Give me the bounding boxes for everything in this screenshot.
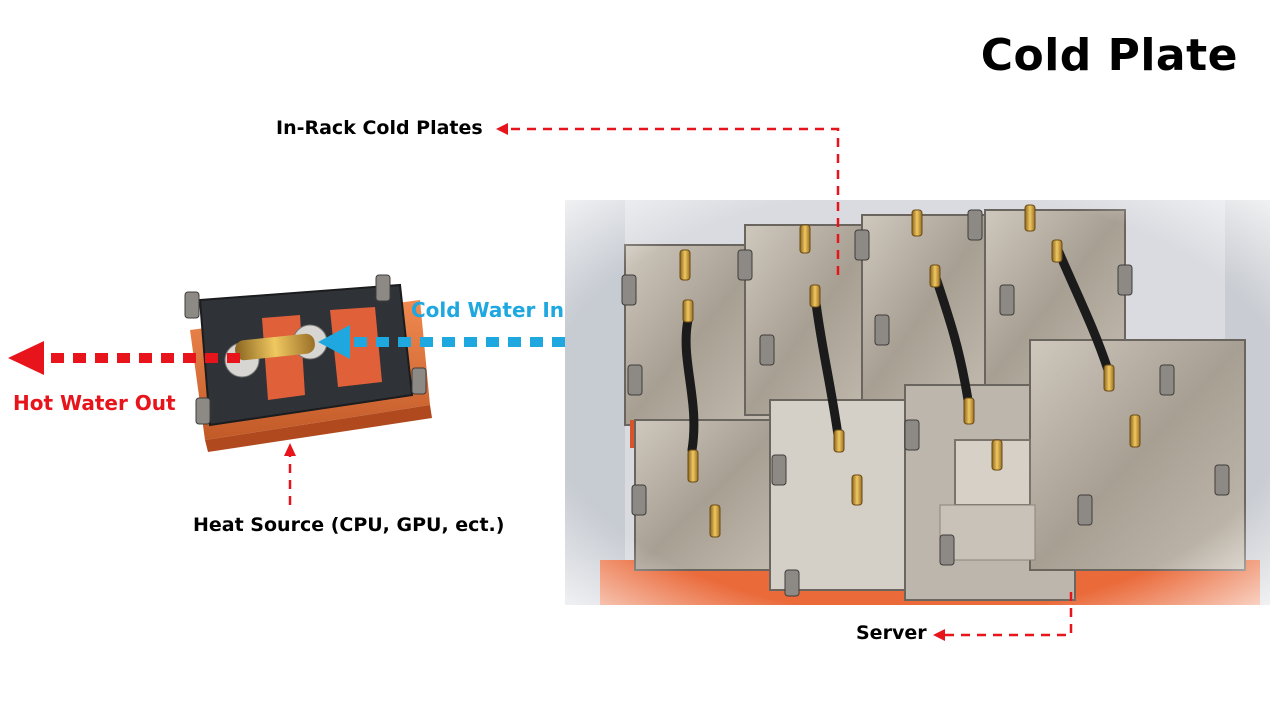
server-photo: [565, 200, 1270, 605]
hot-water-arrow: [8, 341, 240, 375]
slide-title: Cold Plate: [980, 30, 1238, 81]
hot-water-out-label: Hot Water Out: [13, 391, 176, 415]
in-rack-leader: [508, 127, 840, 275]
cold-water-arrow: [318, 325, 565, 359]
in-rack-arrowhead: [496, 123, 508, 135]
in-rack-cold-plates-label: In-Rack Cold Plates: [276, 117, 483, 139]
heat-source-label: Heat Source (CPU, GPU, ect.): [193, 514, 505, 536]
cold-plate-photo: [184, 274, 432, 452]
heat-source-arrowhead: [284, 443, 296, 456]
server-arrowhead: [933, 629, 945, 641]
cold-water-in-label: Cold Water In: [411, 298, 565, 322]
server-label: Server: [856, 622, 927, 644]
